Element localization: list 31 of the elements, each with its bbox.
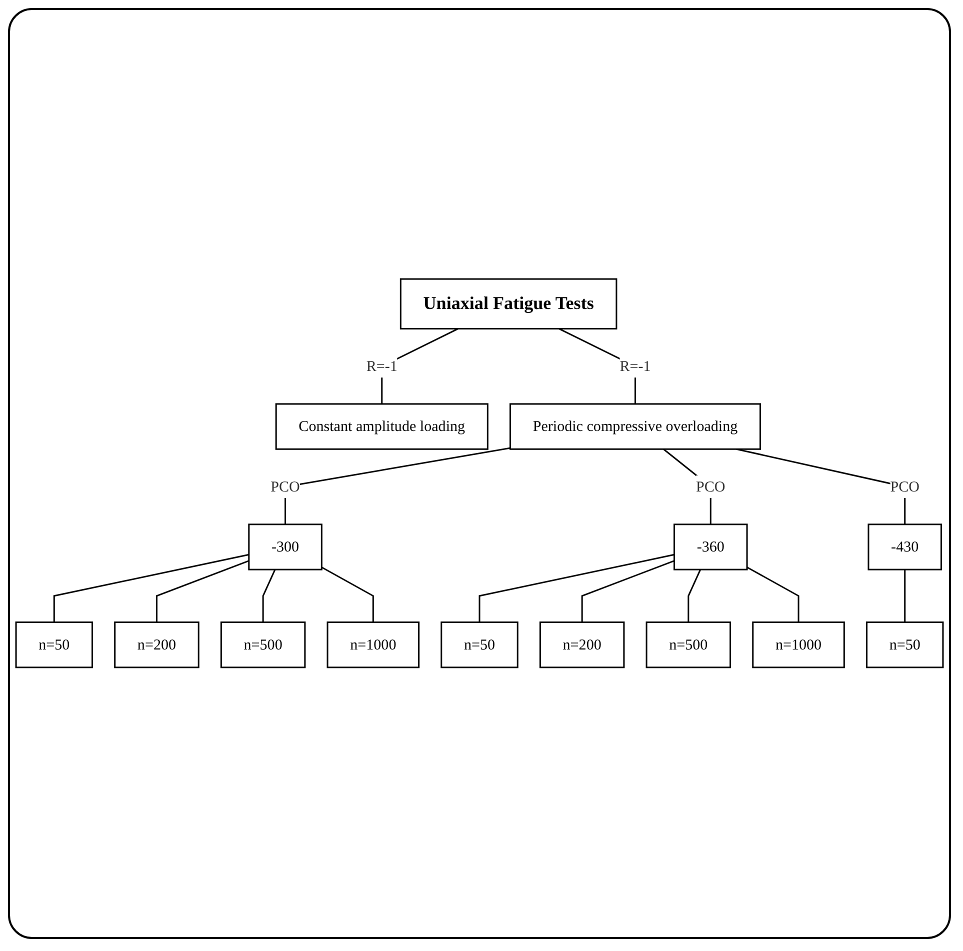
node-box	[114, 622, 200, 668]
node-box	[15, 622, 94, 668]
edge-label: PCO	[696, 478, 726, 496]
node-box	[868, 524, 942, 571]
node-box	[646, 622, 732, 668]
connector	[321, 566, 374, 623]
edge-label: R=-1	[366, 358, 398, 375]
connector	[581, 560, 675, 623]
connector	[284, 448, 510, 525]
node-box	[400, 278, 618, 330]
node-box	[275, 404, 488, 450]
node-box	[326, 622, 420, 668]
connector	[262, 570, 276, 623]
connector	[688, 570, 702, 623]
connector	[746, 566, 800, 623]
node-box	[539, 622, 625, 668]
connector	[478, 554, 674, 623]
edge-label: PCO	[270, 478, 300, 496]
diagram-frame: R=-1 R=-1 PCO PCO PCO Uniaxial Fatigue Tests Constant amplitude loading Periodic compressive overloading -300 -360 -430 n=50 n=200 n=500 n=1000 n=50 n=200 n=500 n=1000 n=50	[8, 8, 951, 939]
node-box	[440, 622, 518, 668]
edge-label: R=-1	[620, 358, 651, 375]
connector	[156, 560, 250, 623]
node-box	[674, 524, 748, 571]
edge-label: PCO	[890, 478, 920, 496]
node-box	[509, 404, 761, 450]
connector	[53, 554, 250, 623]
node-box	[220, 622, 306, 668]
connector	[904, 570, 906, 623]
node-box	[752, 622, 845, 668]
node-box	[248, 524, 322, 571]
node-box	[866, 622, 944, 668]
